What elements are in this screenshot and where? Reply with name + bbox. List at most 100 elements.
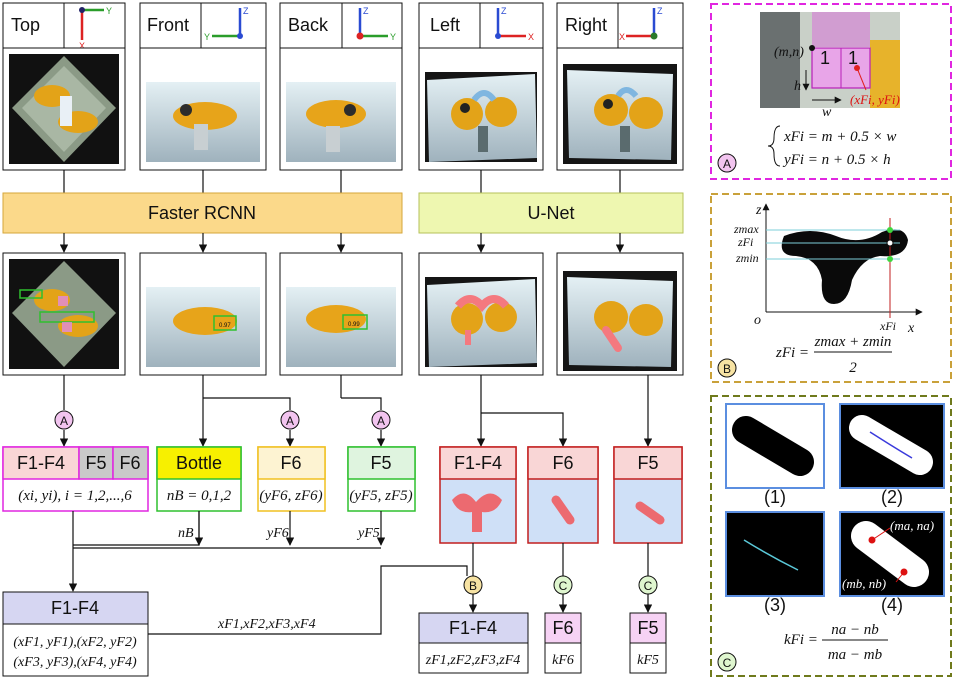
svg-text:F5: F5 [85, 453, 106, 473]
svg-text:1: 1 [848, 48, 858, 68]
marker-c-f5: C [638, 575, 658, 595]
marker-a-f6: A [280, 410, 300, 430]
view-back-label: Back [288, 15, 329, 35]
svg-text:nB = 0,1,2: nB = 0,1,2 [167, 488, 232, 504]
svg-text:F1-F4: F1-F4 [454, 453, 502, 473]
label-xf: xF1,xF2,xF3,xF4 [217, 617, 316, 632]
svg-text:zmax: zmax [733, 222, 759, 236]
svg-text:Bottle: Bottle [176, 453, 222, 473]
svg-text:2: 2 [849, 360, 857, 376]
box-seg-f5: F5 [613, 446, 683, 544]
svg-text:X: X [528, 32, 534, 42]
unet-label: U-Net [527, 203, 574, 223]
box-f6-detect: F6 (yF6, zF6) [257, 446, 326, 512]
svg-text:xFi: xFi [879, 319, 896, 333]
svg-text:(xFi, yFi): (xFi, yFi) [850, 92, 900, 107]
svg-text:1: 1 [820, 48, 830, 68]
svg-text:kF5: kF5 [637, 653, 659, 668]
box-seg-f6: F6 [527, 446, 599, 544]
svg-text:(1): (1) [764, 487, 786, 507]
svg-text:(m,n): (m,n) [774, 45, 804, 60]
svg-text:(xF3, yF3),(xF4, yF4): (xF3, yF3),(xF4, yF4) [13, 655, 137, 670]
connectors-bottom [68, 511, 653, 635]
svg-text:xFi = m + 0.5 × w: xFi = m + 0.5 × w [783, 129, 896, 145]
svg-text:zFi =: zFi = [775, 345, 809, 361]
svg-text:z: z [755, 203, 762, 218]
svg-text:A: A [60, 414, 68, 428]
axis-icon-top: Y X [79, 6, 112, 51]
svg-text:na − nb: na − nb [831, 622, 879, 638]
score-back: 0.99 [348, 322, 360, 328]
photo-left [425, 72, 537, 162]
photo-top [9, 54, 119, 164]
svg-text:(3): (3) [764, 595, 786, 615]
score-front: 0.97 [219, 323, 231, 329]
svg-text:w: w [822, 105, 832, 120]
view-right-label: Right [565, 15, 607, 35]
label-nb: nB [178, 526, 194, 541]
svg-text:F6: F6 [119, 453, 140, 473]
view-front-label: Front [147, 15, 189, 35]
photo-back [286, 82, 396, 162]
svg-text:Y: Y [106, 6, 112, 16]
result-right [556, 252, 684, 376]
output-xy: F1-F4 (xF1, yF1),(xF2, yF2) (xF3, yF3),(… [2, 591, 149, 677]
result-top [2, 252, 126, 376]
connectors-top [63, 170, 621, 193]
svg-text:X: X [619, 32, 625, 42]
svg-text:(xF1, yF1),(xF2, yF2): (xF1, yF1),(xF2, yF2) [13, 635, 137, 650]
marker-a-f5: A [371, 410, 391, 430]
svg-text:A: A [723, 157, 731, 171]
result-front: 0.97 [139, 252, 267, 376]
box-top-features: F1-F4 F5 F6 (xi, yi), i = 1,2,...,6 [2, 446, 149, 512]
box-seg-f1f4: F1-F4 [439, 446, 517, 544]
svg-text:Z: Z [243, 6, 249, 16]
svg-text:C: C [559, 579, 568, 593]
svg-text:F6: F6 [552, 453, 573, 473]
svg-text:Z: Z [501, 6, 507, 16]
connectors-mid [59, 233, 625, 253]
axis-icon-back: Y Z [356, 6, 396, 42]
svg-text:B: B [723, 362, 731, 376]
box-bottle: Bottle nB = 0,1,2 [156, 446, 242, 512]
svg-text:Z: Z [363, 6, 369, 16]
svg-text:X: X [79, 41, 85, 51]
svg-text:Y: Y [390, 32, 396, 42]
result-left [418, 252, 544, 376]
svg-text:A: A [286, 414, 294, 428]
svg-text:(4): (4) [881, 595, 903, 615]
svg-text:x: x [907, 321, 915, 336]
label-yf5: yF5 [356, 526, 380, 541]
marker-c-f6: C [553, 575, 573, 595]
svg-text:A: A [377, 414, 385, 428]
output-kf5: F5 kF5 [629, 612, 667, 674]
panel-a: (m,n) h w 1 1 (xFi, yFi) xFi = m + 0.5 ×… [710, 3, 952, 180]
svg-text:F1-F4: F1-F4 [51, 598, 99, 618]
axis-icon-left: X Z [495, 6, 534, 42]
photo-right [563, 64, 677, 164]
axis-icon-right: X Z [619, 6, 663, 42]
svg-text:C: C [644, 579, 653, 593]
svg-text:Z: Z [657, 6, 663, 16]
svg-text:C: C [723, 656, 732, 670]
svg-text:(mb, nb): (mb, nb) [842, 576, 886, 591]
panel-b: z x o zmax zFi zmin xFi zFi = zmax + zmi… [710, 193, 952, 383]
faster-rcnn-block: Faster RCNN [2, 192, 403, 234]
svg-text:F5: F5 [637, 453, 658, 473]
svg-text:(ma, na): (ma, na) [890, 518, 934, 533]
svg-text:o: o [754, 313, 761, 328]
svg-text:F5: F5 [370, 453, 391, 473]
view-left-label: Left [430, 15, 460, 35]
svg-text:zFi: zFi [737, 235, 753, 249]
svg-text:(yF5, zF5): (yF5, zF5) [349, 488, 412, 504]
svg-text:F5: F5 [637, 618, 658, 638]
result-back: 0.99 [279, 252, 403, 376]
connectors-lower [59, 375, 653, 447]
svg-text:ma − mb: ma − mb [828, 647, 883, 663]
marker-b: B [463, 575, 483, 595]
svg-text:F1-F4: F1-F4 [449, 618, 497, 638]
box-f5-detect: F5 (yF5, zF5) [347, 446, 416, 512]
marker-a-top: A [54, 410, 74, 430]
